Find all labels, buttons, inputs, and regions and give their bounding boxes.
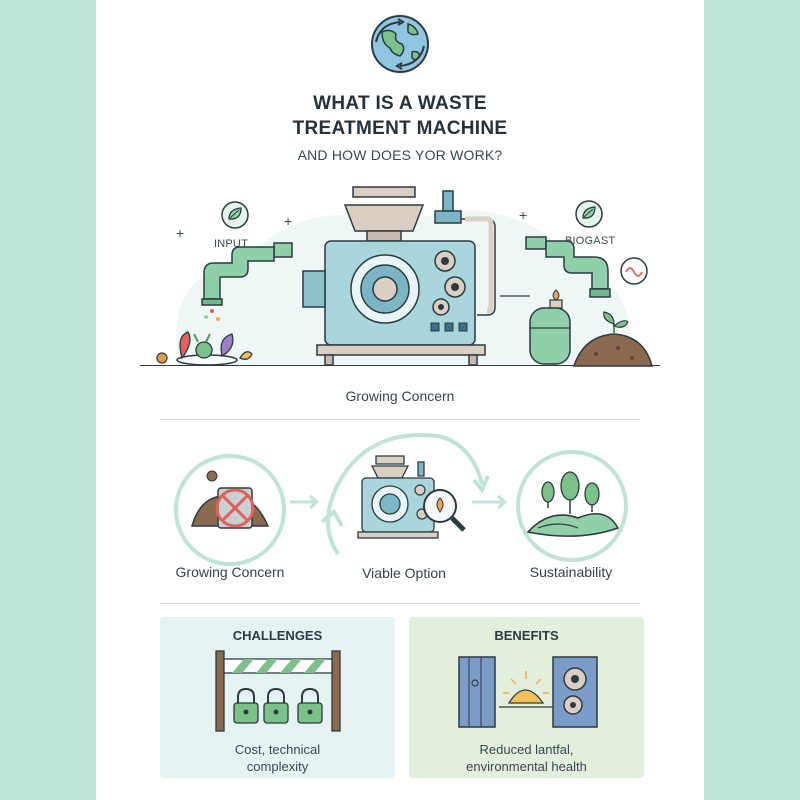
ground-line [140,365,660,366]
arrow-right-icon [290,494,320,510]
section-heading: Growing Concern [345,388,455,404]
right-side-band [704,0,800,800]
benefits-caption-line-1: Reduced lantfal, [479,742,574,757]
title-line-2: TREATMENT MACHINE [292,118,508,139]
sparkle-icon: + [519,207,528,223]
biogas-tank-icon [500,289,571,365]
machine-magnifier-icon [357,455,466,539]
benefits-panel: BENEFITS Reduced lantfal, environmental … [409,617,644,778]
arrow-right-icon [472,494,508,510]
challenges-heading: CHALLENGES [232,628,323,643]
divider [160,603,640,604]
growing-concern-icon [174,454,286,566]
challenges-caption-line-2: complexity [246,759,309,774]
benefits-heading: BENEFITS [494,628,559,643]
title-line-1: WHAT IS A WASTE [313,93,487,114]
barrier-padlocks-icon [215,650,341,732]
sparkle-icon: + [284,213,293,229]
sparkle-icon: + [176,225,185,241]
divider [160,419,640,420]
output-pipe [525,236,611,298]
flow-label-viable-option: Viable Option [362,565,446,581]
subtitle: AND HOW DOES YOR WORK? [297,147,503,163]
wave-icon [620,257,648,285]
leaf-icon [221,201,249,229]
cycle-arrow-icon [320,433,490,556]
benefits-caption-line-2: environmental health [466,759,587,774]
flow-label-growing-concern: Growing Concern [175,564,285,580]
left-side-band [0,0,96,800]
challenges-caption-line-1: Cost, technical [234,742,321,757]
biogas-label: BIOGAST [565,235,616,247]
vegetables-icon [156,331,253,366]
input-pipe [201,242,293,321]
door-sun-gear-icon [458,656,598,728]
flow-label-sustainability: Sustainability [529,564,613,580]
leaf-icon [575,200,603,228]
sustainability-icon [516,450,628,562]
challenges-panel: CHALLENGES Cost, technical complexity [160,617,395,778]
compost-sprout-icon [572,311,653,367]
treatment-machine [302,186,496,366]
globe-recycle-icon [371,15,429,73]
